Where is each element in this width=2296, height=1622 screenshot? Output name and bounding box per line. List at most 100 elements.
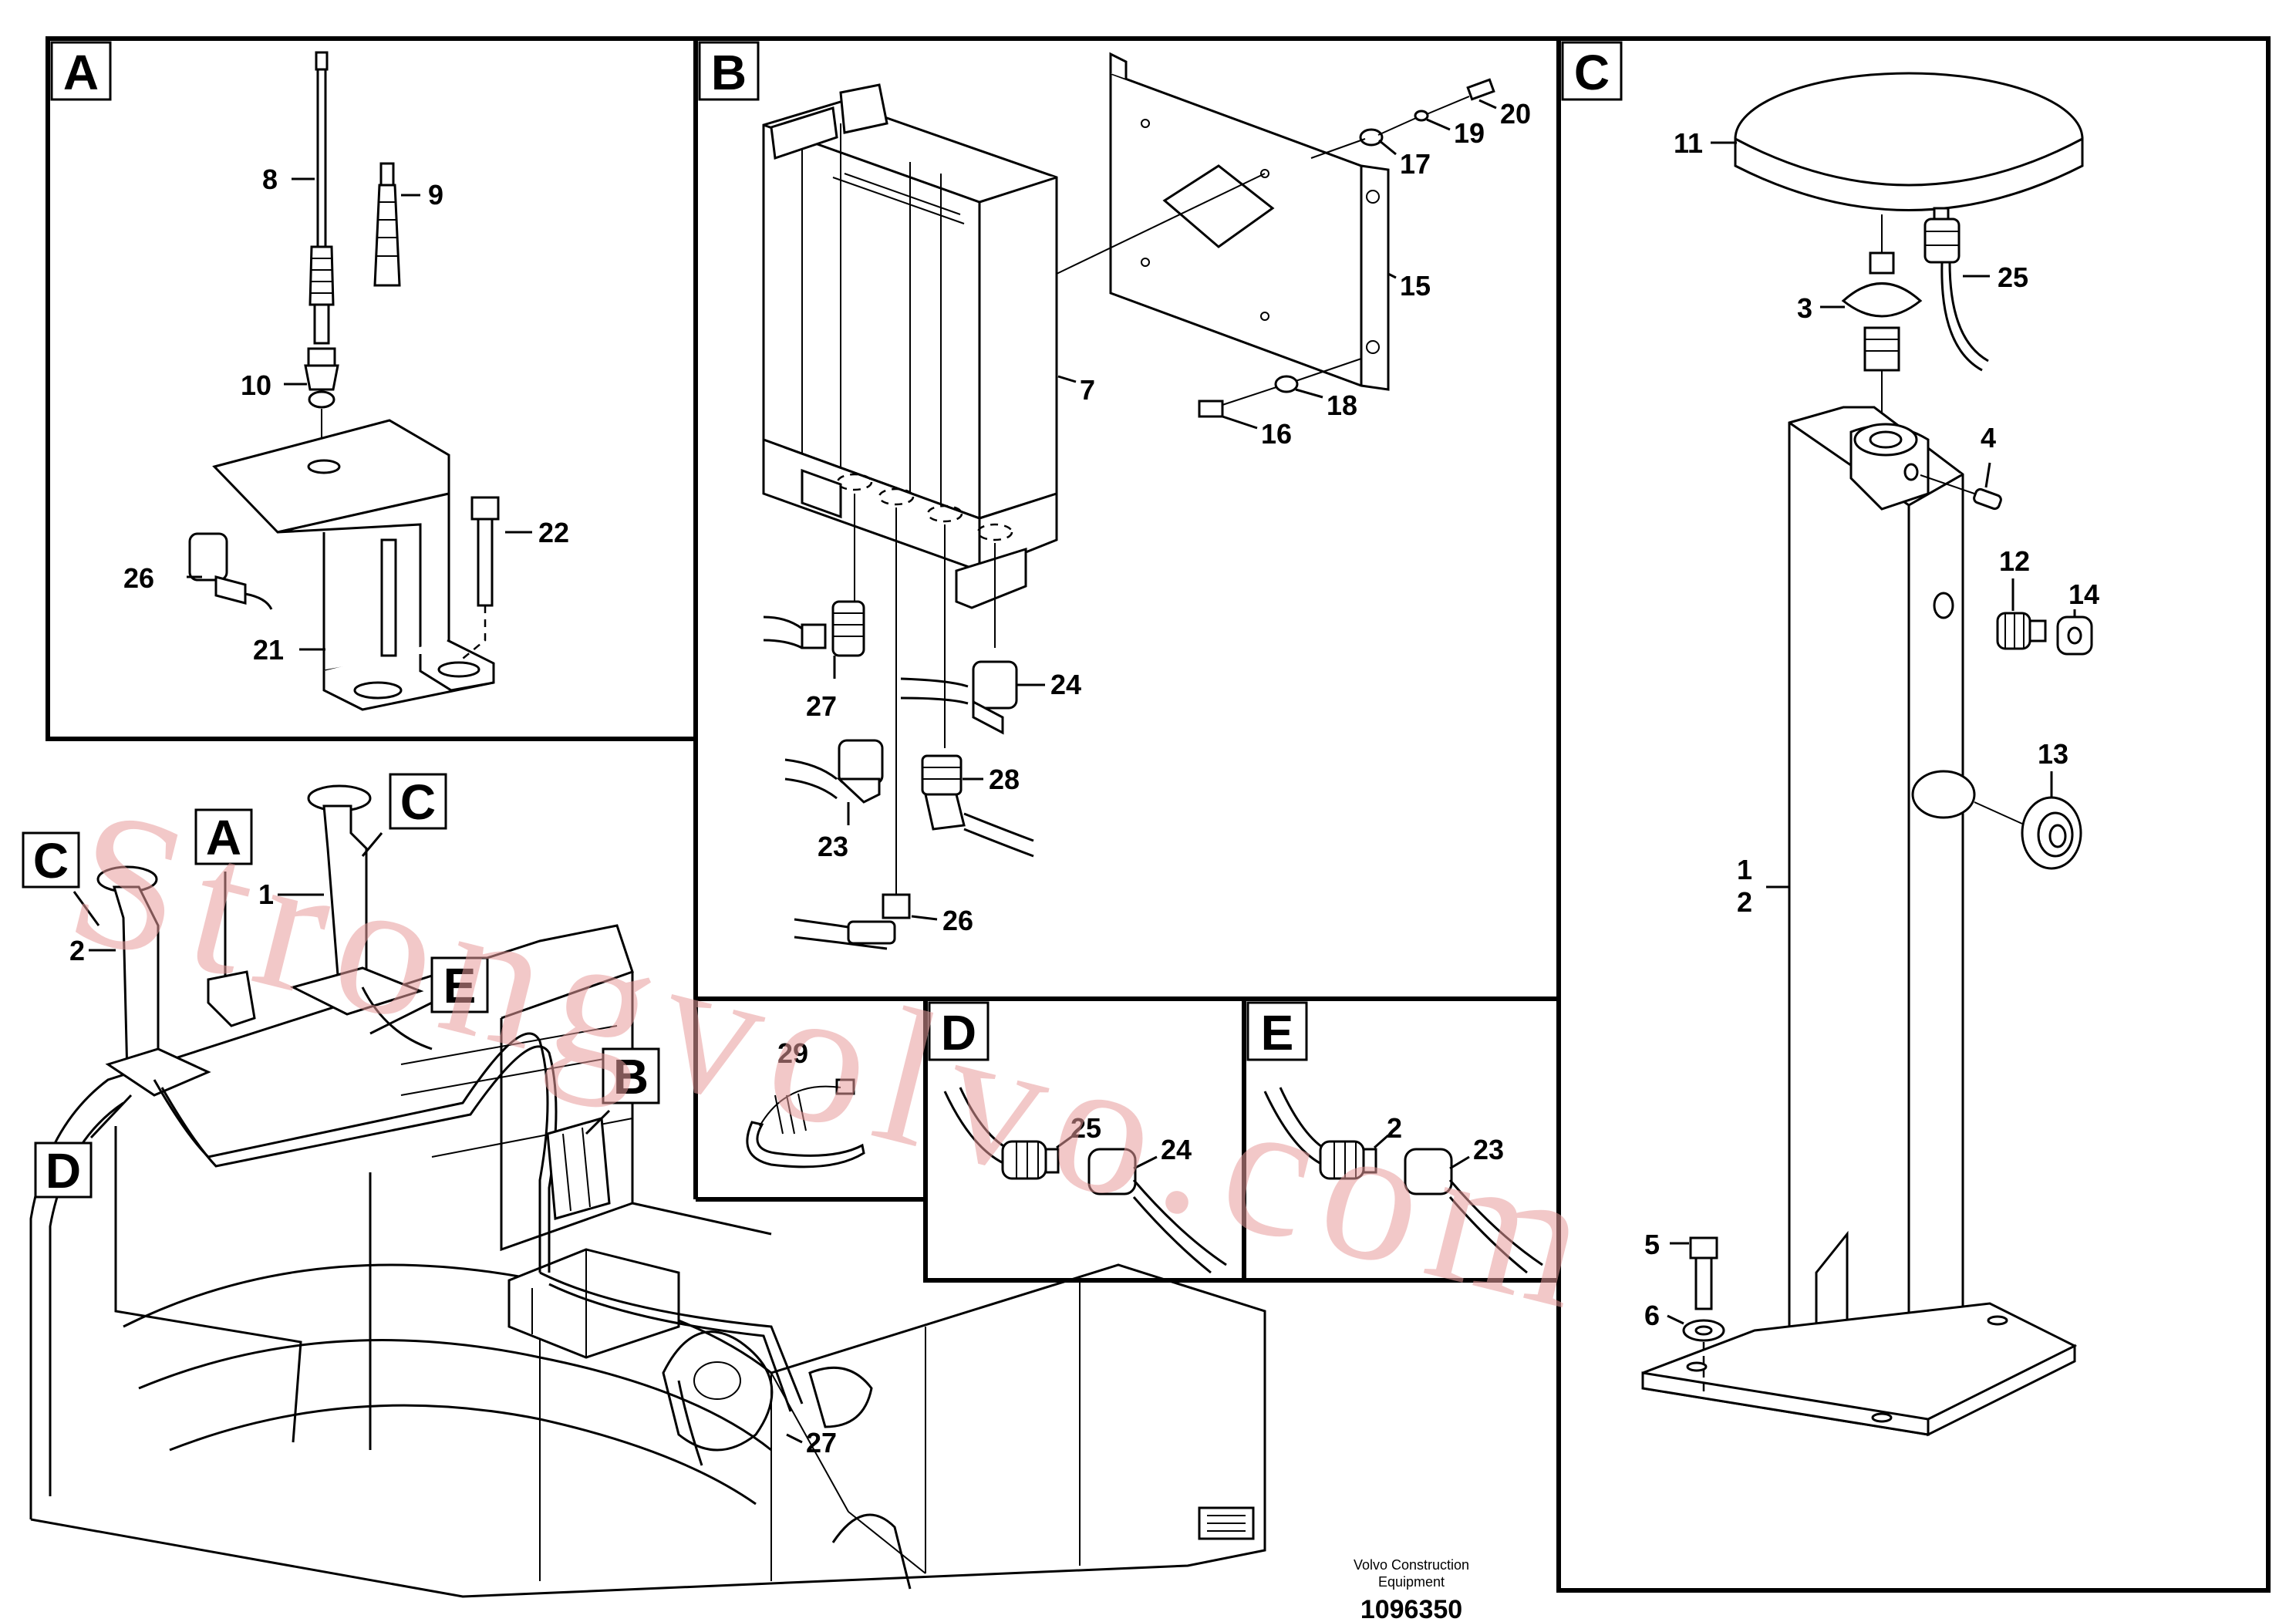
label-a-10: 10 bbox=[241, 369, 271, 401]
svg-text:B: B bbox=[613, 1049, 649, 1104]
panel-a-drawing bbox=[187, 51, 532, 711]
label-c-12: 12 bbox=[1999, 545, 2030, 577]
drawing-number: 1096350 bbox=[1360, 1595, 1462, 1622]
label-b-23: 23 bbox=[818, 831, 848, 862]
overview-callout-c-right: C bbox=[389, 773, 447, 830]
company-name-line2: Equipment bbox=[1378, 1574, 1445, 1590]
panel-letter-a: A bbox=[50, 41, 112, 101]
grommet-12 bbox=[1996, 612, 2047, 650]
label-e-2: 2 bbox=[1387, 1112, 1402, 1144]
mast bbox=[1788, 406, 1976, 1390]
overview-callout-e: E bbox=[430, 956, 489, 1013]
bolt-5 bbox=[1689, 1236, 1718, 1310]
label-b-27: 27 bbox=[806, 690, 837, 722]
panel-d-drawing bbox=[943, 1087, 1227, 1274]
label-b-17: 17 bbox=[1400, 148, 1431, 180]
overview-callout-b: B bbox=[602, 1047, 660, 1104]
panel-c-drawing bbox=[1641, 72, 2093, 1437]
overview-callout-a: A bbox=[194, 808, 253, 865]
label-c-25: 25 bbox=[1998, 261, 2028, 293]
washer-6 bbox=[1682, 1319, 1725, 1392]
label-c-5: 5 bbox=[1644, 1229, 1660, 1260]
reference-block: Volvo Construction Equipment 1096350 bbox=[1354, 1557, 1469, 1622]
overview-callout-c-left: C bbox=[22, 831, 80, 889]
cable-28 bbox=[921, 754, 1034, 858]
label-b-26: 26 bbox=[942, 905, 973, 936]
label-b-20: 20 bbox=[1500, 98, 1531, 130]
panel-frames bbox=[46, 36, 2271, 1593]
label-c-11: 11 bbox=[1674, 127, 1703, 159]
company-name-line1: Volvo Construction bbox=[1354, 1557, 1469, 1573]
svg-text:D: D bbox=[46, 1143, 81, 1199]
label-b-24: 24 bbox=[1050, 669, 1081, 700]
pin-4 bbox=[1920, 474, 2002, 511]
label-29: 29 bbox=[777, 1037, 808, 1069]
overview-antenna bbox=[207, 891, 256, 1027]
label-c-6: 6 bbox=[1644, 1300, 1660, 1331]
adapter bbox=[1841, 251, 1923, 372]
panel-e-drawing bbox=[1263, 1087, 1543, 1274]
label-overview-1: 1 bbox=[258, 878, 274, 910]
label-overview-2: 2 bbox=[69, 935, 85, 966]
svg-text:E: E bbox=[443, 958, 477, 1013]
panel-letter-d: D bbox=[928, 1001, 990, 1061]
panel-b-drawing bbox=[762, 52, 1497, 950]
label-b-28: 28 bbox=[989, 764, 1020, 795]
cable-24 bbox=[900, 660, 1018, 735]
label-b-15: 15 bbox=[1400, 270, 1431, 302]
svg-text:A: A bbox=[206, 810, 241, 865]
overview-control-unit bbox=[546, 1117, 611, 1220]
panel-letter-e: E bbox=[1246, 1001, 1308, 1061]
ports bbox=[836, 473, 1013, 895]
label-b-7: 7 bbox=[1080, 374, 1095, 406]
mounting-plate bbox=[1109, 52, 1390, 391]
antenna-base bbox=[304, 347, 339, 409]
label-c-14: 14 bbox=[2068, 578, 2099, 610]
plug-13 bbox=[1974, 796, 2082, 870]
label-b-19: 19 bbox=[1454, 117, 1485, 149]
hardware-top bbox=[1310, 78, 1495, 159]
label-c-3: 3 bbox=[1797, 292, 1812, 324]
hardware-bottom bbox=[1198, 358, 1362, 418]
svg-text:C: C bbox=[33, 833, 69, 889]
antenna-long bbox=[308, 51, 335, 345]
connector-26 bbox=[188, 532, 273, 610]
cable-27 bbox=[763, 600, 865, 657]
label-c-2: 2 bbox=[1737, 886, 1752, 918]
overview-mast-right bbox=[289, 784, 424, 1016]
label-d-24: 24 bbox=[1161, 1134, 1192, 1165]
overview-mast-left bbox=[96, 865, 211, 1097]
svg-text:C: C bbox=[1574, 45, 1610, 100]
label-c-1: 1 bbox=[1737, 854, 1752, 885]
label-d-25: 25 bbox=[1070, 1112, 1101, 1144]
gps-dome bbox=[1734, 72, 2084, 211]
label-c-4: 4 bbox=[1981, 422, 1996, 454]
overview-callout-d: D bbox=[34, 1141, 93, 1199]
label-a-8: 8 bbox=[262, 164, 278, 195]
svg-text:A: A bbox=[63, 45, 99, 100]
overview-machine bbox=[29, 784, 1266, 1598]
svg-text:D: D bbox=[941, 1005, 976, 1061]
label-a-22: 22 bbox=[538, 517, 569, 548]
panel-letter-b: B bbox=[698, 41, 760, 101]
control-unit bbox=[762, 83, 1058, 609]
cap-14 bbox=[2056, 615, 2093, 656]
label-e-23: 23 bbox=[1473, 1134, 1504, 1165]
cable-tie bbox=[746, 1078, 865, 1168]
label-a-21: 21 bbox=[253, 634, 284, 666]
base-plate bbox=[1641, 1302, 2078, 1437]
label-b-18: 18 bbox=[1327, 389, 1357, 421]
bracket bbox=[212, 419, 495, 711]
label-a-26: 26 bbox=[123, 562, 154, 594]
panel-letter-c: C bbox=[1561, 41, 1623, 101]
svg-text:E: E bbox=[1261, 1005, 1294, 1061]
label-c-13: 13 bbox=[2038, 738, 2068, 770]
label-overview-27: 27 bbox=[806, 1427, 837, 1458]
label-a-9: 9 bbox=[428, 179, 443, 211]
mast-connector-25 bbox=[1923, 207, 1989, 372]
bolt-22 bbox=[458, 496, 500, 663]
label-b-16: 16 bbox=[1261, 418, 1292, 450]
svg-text:B: B bbox=[711, 45, 747, 100]
svg-text:C: C bbox=[400, 774, 436, 830]
